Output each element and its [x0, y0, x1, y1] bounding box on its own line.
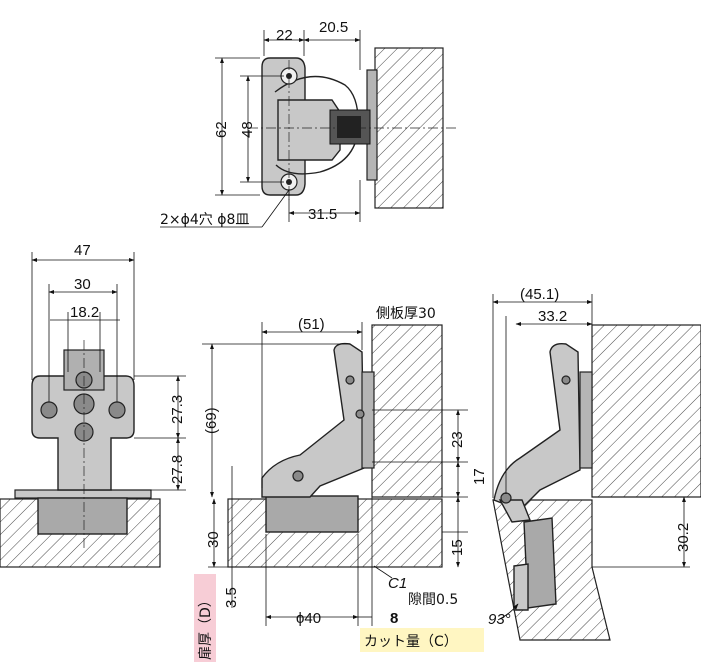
dim-31-5: 31.5 [308, 206, 337, 223]
dim-22: 22 [276, 27, 293, 44]
hole-note: 2×ϕ4穴 ϕ8皿 [160, 212, 249, 228]
top-view: 22 20.5 62 48 31.5 2×ϕ4穴 ϕ8皿 [160, 19, 458, 228]
c1-leader [373, 565, 393, 579]
dim-18-2: 18.2 [70, 304, 99, 321]
c1-label: C1 [388, 575, 407, 592]
dim-8: 8 [390, 610, 398, 627]
dim-23: 23 [449, 431, 466, 448]
side-open-cup [523, 517, 557, 609]
side-open-mount [579, 371, 593, 469]
front-view: 47 30 18.2 27.3 27.8 [0, 242, 186, 568]
dim-3-5: 3.5 [223, 587, 240, 608]
cut-amount-highlight [360, 628, 484, 652]
side-open-pivot-2 [561, 375, 571, 385]
side-closed-arm [261, 342, 365, 498]
dim-20-5: 20.5 [319, 19, 348, 36]
side-closed-pivot-3 [355, 409, 365, 419]
top-view-hole-upper-center [286, 73, 292, 79]
side-closed-cup [265, 495, 359, 533]
dim-15: 15 [449, 539, 466, 556]
side-closed-cabinet-wall [371, 324, 443, 498]
top-view-adjuster-core [337, 116, 361, 138]
angle-93: 93° [488, 611, 511, 628]
front-view-screw-left [40, 401, 58, 419]
cut-amount-label: カット量（C） [364, 634, 458, 650]
side-view-closed: (51) 側板厚30 (69) 23 17 15 30 3.5 扉厚（D） ϕ4… [194, 306, 488, 662]
gap-label: 隙間0.5 [408, 592, 458, 608]
side-thickness-label: 側板厚30 [376, 306, 436, 322]
side-open-pivot-1 [500, 492, 512, 504]
dim-27-3: 27.3 [169, 395, 186, 424]
side-open-link [498, 499, 531, 523]
door-thickness-highlight [194, 574, 216, 662]
front-view-screw-right [108, 401, 126, 419]
side-closed-pivot-1 [292, 470, 304, 482]
dim-69: (69) [203, 407, 220, 434]
side-closed-mount [361, 371, 375, 469]
dim-47: 47 [74, 242, 91, 259]
dim-phi40: ϕ40 [296, 610, 321, 627]
dim-17: 17 [471, 468, 488, 485]
front-view-flange [14, 489, 152, 499]
door-thickness-label: 扉厚（D） [198, 593, 214, 660]
dim-30-2: 30.2 [675, 523, 692, 552]
hole-note-leader [261, 189, 290, 228]
side-open-arm [493, 342, 581, 511]
dim-30-door: 30 [205, 531, 222, 548]
front-view-cup [37, 497, 128, 535]
dim-51: (51) [298, 316, 325, 333]
dim-30: 30 [74, 276, 91, 293]
dim-33-2: 33.2 [538, 308, 567, 325]
side-open-cup-flange [513, 563, 529, 611]
angle-arc [497, 603, 519, 621]
dim-62: 62 [213, 121, 230, 138]
side-view-open: (45.1) 33.2 30.2 93° [488, 286, 701, 641]
dim-27-8: 27.8 [169, 455, 186, 484]
top-view-arm [277, 99, 341, 161]
side-closed-pivot-2 [345, 375, 355, 385]
dim-45-1: (45.1) [520, 286, 559, 303]
side-open-cabinet-wall [591, 324, 701, 498]
dim-48: 48 [239, 121, 256, 138]
